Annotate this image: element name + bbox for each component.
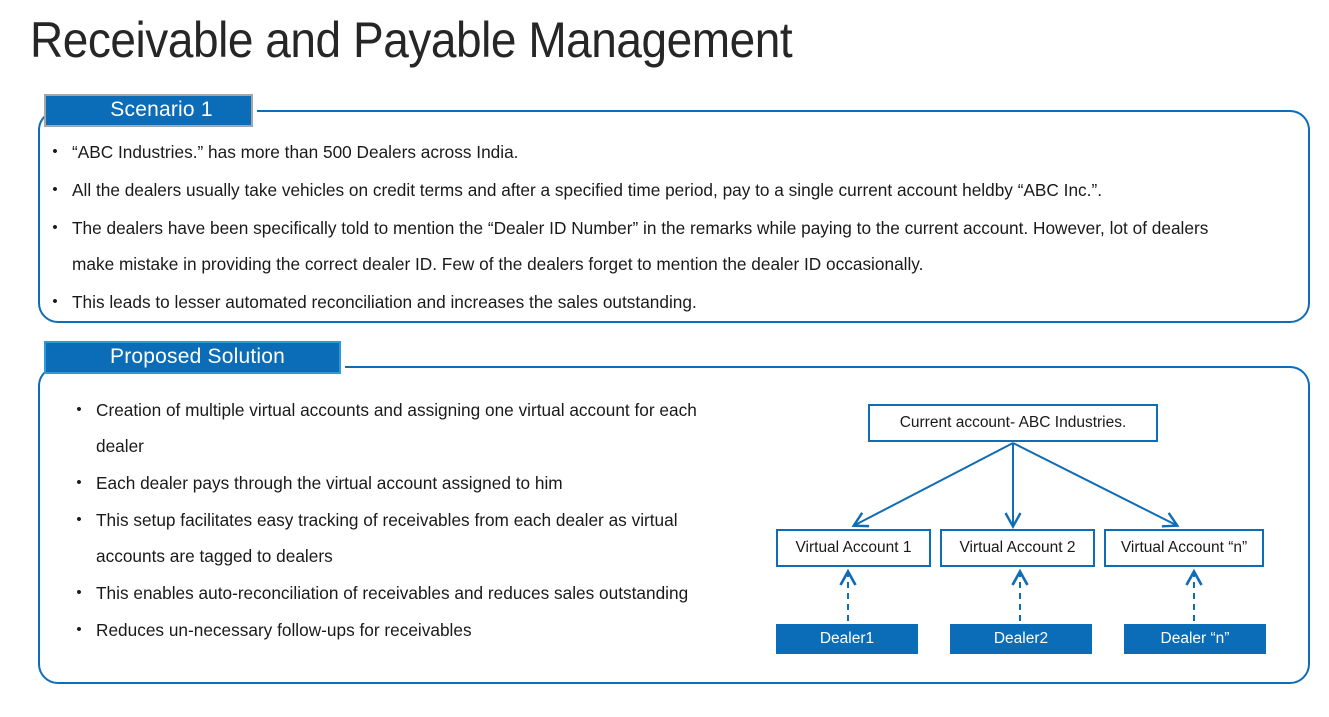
scenario-bullet-list: • “ABC Industries.” has more than 500 De… [38, 134, 1268, 322]
list-item-text: This enables auto-reconciliation of rece… [96, 583, 689, 603]
bullet-icon: • [52, 293, 58, 310]
list-item-text: This setup facilitates easy tracking of … [96, 510, 678, 566]
virtual-account-diagram: Current account- ABC Industries. Virtual… [760, 392, 1290, 672]
page-title: Receivable and Payable Management [30, 12, 793, 68]
scenario-section [38, 110, 1310, 323]
list-item: • Each dealer pays through the virtual a… [62, 465, 742, 501]
diagram-connectors [839, 442, 1203, 621]
list-item: • This leads to lesser automated reconci… [38, 284, 1268, 320]
current-account-box: Current account- ABC Industries. [868, 404, 1158, 442]
bullet-icon: • [76, 401, 82, 418]
bullet-icon: • [76, 474, 82, 491]
list-item-text: “ABC Industries.” has more than 500 Deal… [72, 142, 519, 162]
bullet-icon: • [76, 621, 82, 638]
list-item-text: The dealers have been specifically told … [72, 218, 1209, 274]
bullet-icon: • [76, 511, 82, 528]
bullet-icon: • [52, 181, 58, 198]
bullet-icon: • [76, 584, 82, 601]
dealer-box-n: Dealer “n” [1124, 624, 1266, 654]
virtual-account-box-2: Virtual Account 2 [940, 529, 1095, 567]
list-item: • The dealers have been specifically tol… [38, 210, 1268, 282]
arrow-current-to-va1 [851, 442, 1014, 528]
list-item: • This setup facilitates easy tracking o… [62, 502, 742, 574]
virtual-account-box-1: Virtual Account 1 [776, 529, 931, 567]
dealer-box-1: Dealer1 [776, 624, 918, 654]
bullet-icon: • [52, 143, 58, 160]
list-item-text: Creation of multiple virtual accounts an… [96, 400, 697, 456]
list-item-text: Each dealer pays through the virtual acc… [96, 473, 563, 493]
list-item: • Creation of multiple virtual accounts … [62, 392, 742, 464]
proposed-solution-badge: Proposed Solution [44, 341, 341, 374]
scenario-badge: Scenario 1 [44, 94, 253, 127]
dealer-box-2: Dealer2 [950, 624, 1092, 654]
list-item: • “ABC Industries.” has more than 500 De… [38, 134, 1268, 170]
arrow-current-to-van [1012, 442, 1180, 528]
bullet-icon: • [52, 219, 58, 236]
list-item-text: This leads to lesser automated reconcili… [72, 292, 697, 312]
solution-bullet-list: • Creation of multiple virtual accounts … [62, 392, 742, 649]
list-item-text: Reduces un-necessary follow-ups for rece… [96, 620, 472, 640]
list-item: • All the dealers usually take vehicles … [38, 172, 1268, 208]
list-item-text: All the dealers usually take vehicles on… [72, 180, 1102, 200]
virtual-account-box-n: Virtual Account “n” [1104, 529, 1264, 567]
list-item: • Reduces un-necessary follow-ups for re… [62, 612, 742, 648]
list-item: • This enables auto-reconciliation of re… [62, 575, 742, 611]
